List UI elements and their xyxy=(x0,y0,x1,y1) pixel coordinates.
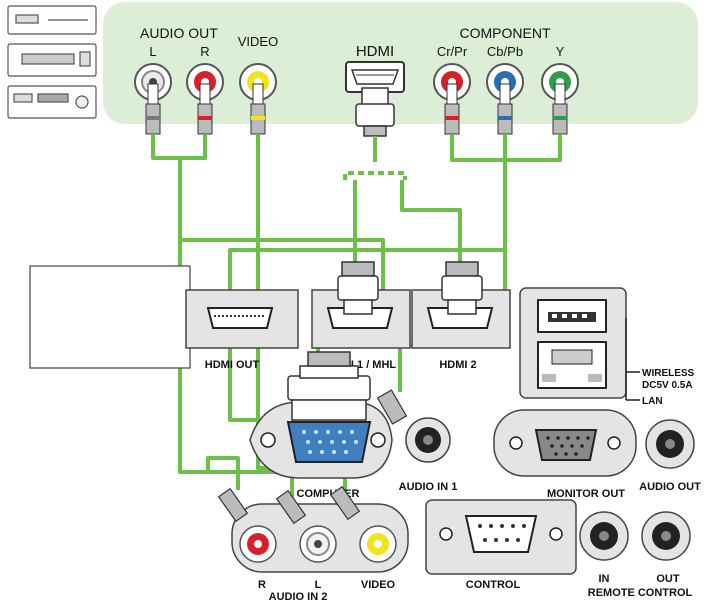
source-hdmi-plug xyxy=(355,87,395,137)
video-label: VIDEO xyxy=(238,34,278,49)
blank-device-box xyxy=(29,265,191,369)
computer-port xyxy=(249,401,393,479)
audio-in2-block xyxy=(231,503,409,573)
audio-in2-plugs xyxy=(217,485,361,525)
wireless-lan-leader xyxy=(625,318,640,401)
monitor-out-label: MONITOR OUT xyxy=(547,488,625,500)
audio-out-label: AUDIO OUT xyxy=(639,481,701,493)
audio-in1-jack xyxy=(405,417,451,463)
hdmi-out-port xyxy=(185,289,299,349)
audio-r-label: R xyxy=(200,44,209,59)
hdmi2-label: HDMI 2 xyxy=(439,359,476,371)
audio-in2-l-label: L xyxy=(315,579,322,591)
source-devices-icon xyxy=(7,5,97,119)
vga-plug xyxy=(287,351,371,421)
remote-out-jack xyxy=(641,511,691,561)
wireless-lan-block xyxy=(519,287,627,399)
y-label: Y xyxy=(556,44,565,59)
remote-in-label: IN xyxy=(599,573,610,585)
remote-out-label: OUT xyxy=(656,573,680,585)
hdmi-label: HDMI xyxy=(356,43,394,60)
remote-in-jack xyxy=(579,511,629,561)
remote-control-label: REMOTE CONTROL xyxy=(588,587,693,599)
audio-in1-label: AUDIO IN 1 xyxy=(399,481,458,493)
cr-pr-label: Cr/Pr xyxy=(437,44,468,59)
dc5v-label: DC5V 0.5A xyxy=(642,380,693,391)
control-port xyxy=(425,499,577,575)
source-hdmi-port xyxy=(345,61,405,93)
audio-in2-label: AUDIO IN 2 xyxy=(269,591,328,603)
audio-out-title: AUDIO OUT xyxy=(140,25,218,41)
projector-hdmi-plugs xyxy=(337,261,483,315)
control-label: CONTROL xyxy=(466,579,521,591)
audio-out-jack xyxy=(645,419,695,469)
audio-in2-video-label: VIDEO xyxy=(361,579,396,591)
monitor-out-port xyxy=(493,409,637,477)
audio-in2-r-label: R xyxy=(258,579,266,591)
hdmi-out-label: HDMI OUT xyxy=(205,359,260,371)
rca-jack-audio-r xyxy=(186,63,224,101)
component-title: COMPONENT xyxy=(460,25,551,41)
audio-l-label: L xyxy=(149,44,156,59)
wireless-label: WIRELESS xyxy=(642,368,695,379)
audio-in1-plug xyxy=(376,389,408,425)
lan-label: LAN xyxy=(642,396,663,407)
rca-plug-rings xyxy=(146,116,567,120)
cb-pb-label: Cb/Pb xyxy=(487,44,523,59)
